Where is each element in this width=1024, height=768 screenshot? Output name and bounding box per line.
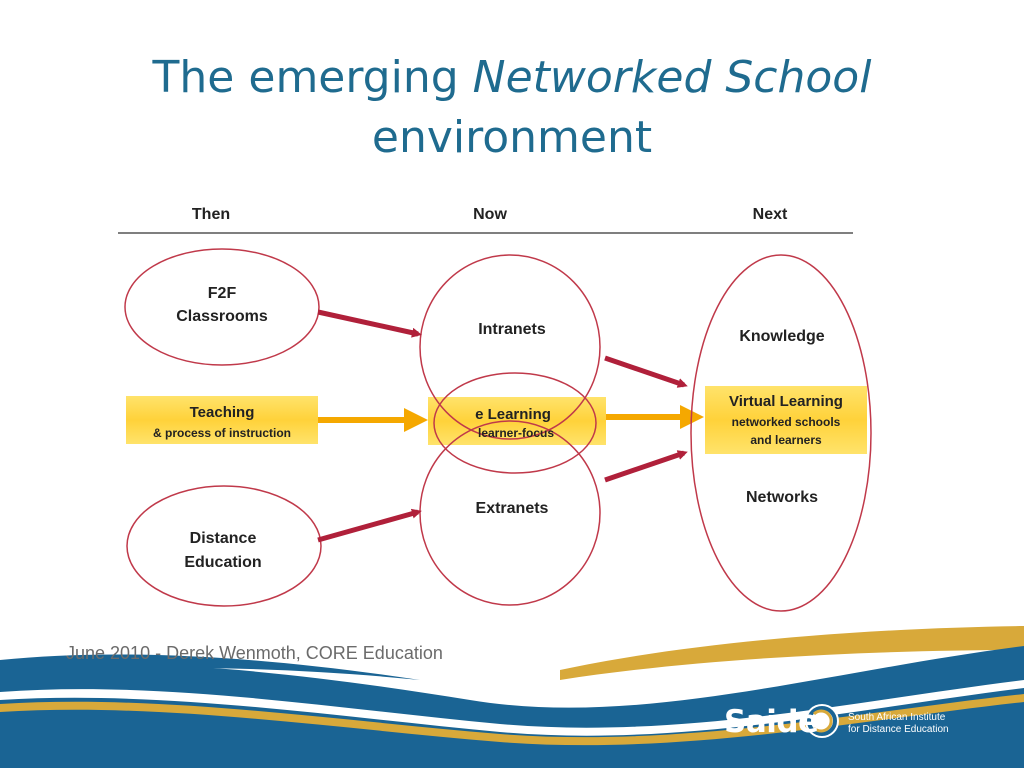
- column-header-then: Then: [192, 206, 230, 223]
- orange-arrow-shaft-1: [318, 417, 406, 423]
- virtual-learning-band: [705, 386, 867, 454]
- footer-wave-white-stripe: [0, 680, 1024, 736]
- extranets-label: Extranets: [476, 500, 549, 517]
- footer-wave-blue: [0, 646, 1024, 768]
- and-learners-label: and learners: [750, 433, 822, 447]
- orange-arrow-shaft-2: [606, 414, 682, 420]
- distance-label: Distance: [190, 530, 257, 547]
- knowledge-label: Knowledge: [739, 328, 824, 345]
- networked-schools-label: networked schools: [732, 415, 841, 429]
- footer-wave-gold-top: [560, 626, 1024, 680]
- brand-subtitle-line1: South African Institute: [848, 712, 946, 723]
- red-arrow-extranets-to-next: [604, 450, 688, 483]
- instruction-label: & process of instruction: [153, 426, 291, 440]
- intranets-ellipse: [419, 254, 601, 440]
- column-header-now: Now: [473, 206, 507, 223]
- brand-subtitle-line2: for Distance Education: [848, 724, 949, 735]
- column-header-next: Next: [753, 206, 788, 223]
- footer-wave-blue-left: [0, 654, 420, 680]
- orange-arrow-head-1: [404, 408, 428, 432]
- next-ellipse: [690, 254, 872, 612]
- brand-name: Saide: [724, 704, 819, 740]
- networks-label: Networks: [746, 489, 818, 506]
- elearning-ellipse: [433, 372, 597, 474]
- red-arrow-distance-to-extranets: [317, 508, 422, 543]
- teaching-label: Teaching: [190, 404, 255, 421]
- learner-focus-label: learner-focus: [478, 426, 554, 440]
- distance-education-ellipse: [126, 485, 322, 607]
- brand-subtitle: South African Institute for Distance Edu…: [848, 712, 949, 736]
- teaching-band: [126, 396, 318, 444]
- intranets-label: Intranets: [478, 321, 546, 338]
- f2f-classrooms-ellipse: [124, 248, 320, 366]
- title-suffix: environment: [371, 112, 653, 163]
- footer-wave-gold-bottom: [0, 694, 1024, 746]
- title-prefix: The emerging: [152, 52, 473, 103]
- f2f-label: F2F: [208, 285, 237, 302]
- classrooms-label: Classrooms: [176, 308, 268, 325]
- saide-logo-icon: [805, 704, 839, 738]
- footer-credit: June 2010 - Derek Wenmoth, CORE Educatio…: [66, 643, 443, 663]
- title-emphasis: Networked School: [472, 52, 872, 103]
- education-label: Education: [184, 554, 261, 571]
- slide-title: The emerging Networked School environmen…: [0, 48, 1024, 168]
- red-arrow-f2f-to-intranets: [317, 309, 422, 338]
- elearning-label: e Learning: [475, 406, 551, 423]
- virtual-learning-label: Virtual Learning: [729, 393, 843, 410]
- red-arrow-intranets-to-next: [604, 355, 688, 388]
